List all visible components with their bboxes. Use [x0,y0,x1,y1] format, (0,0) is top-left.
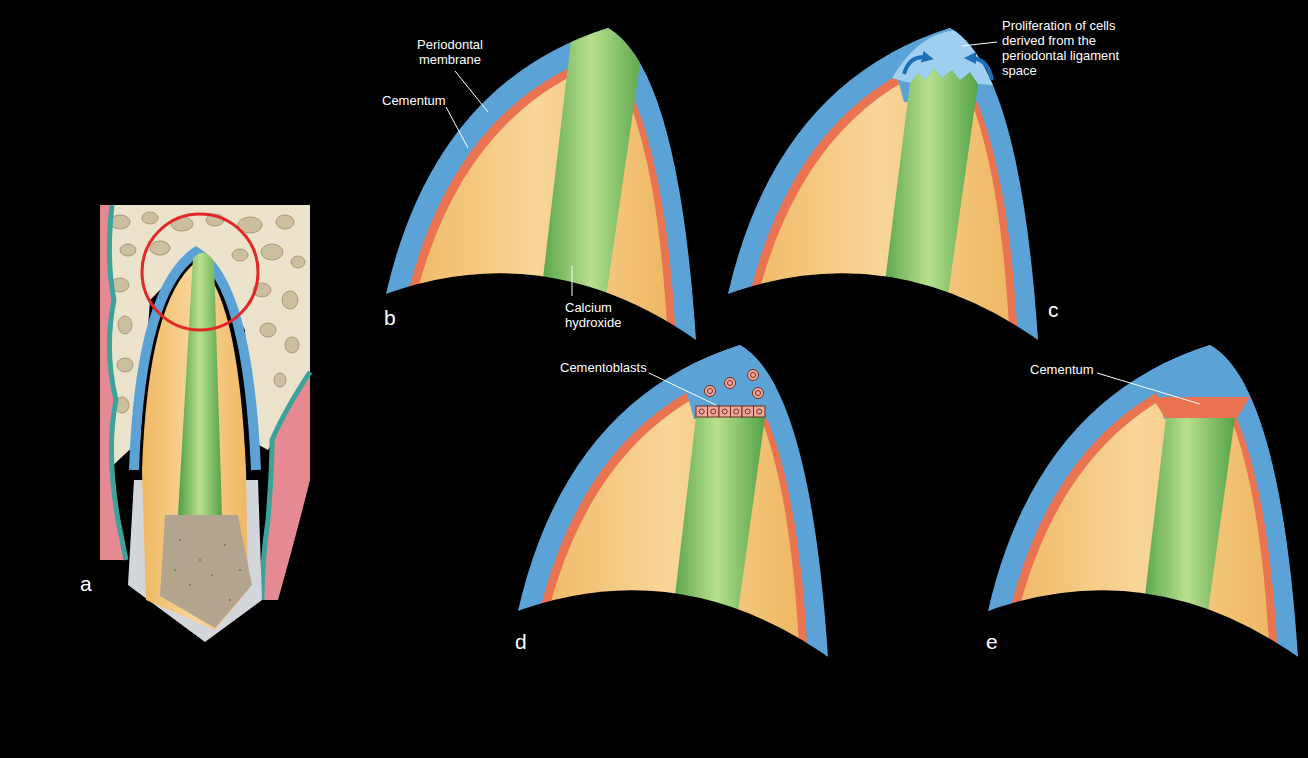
panel-letter: e [986,630,998,654]
apex-panel-b [370,23,710,373]
apex-panel-e [972,340,1308,690]
apex-panel-c [712,23,1052,373]
part-label: Proliferation of cells derived from the … [1002,18,1124,78]
part-label: Cementum [1030,362,1094,377]
tooth-illustration [100,205,310,642]
panel-letter: b [384,306,396,330]
apex-panel-d [502,340,842,690]
part-label: Cementoblasts [560,360,647,375]
panel-letter: d [515,630,527,654]
panel-letter: a [80,572,92,596]
leader-lines [446,42,1200,405]
part-label: Cementum [382,93,446,108]
panel-letter: c [1048,298,1059,322]
part-label: Calcium hydroxide [565,300,637,330]
part-label: Periodontal membrane [405,37,495,67]
